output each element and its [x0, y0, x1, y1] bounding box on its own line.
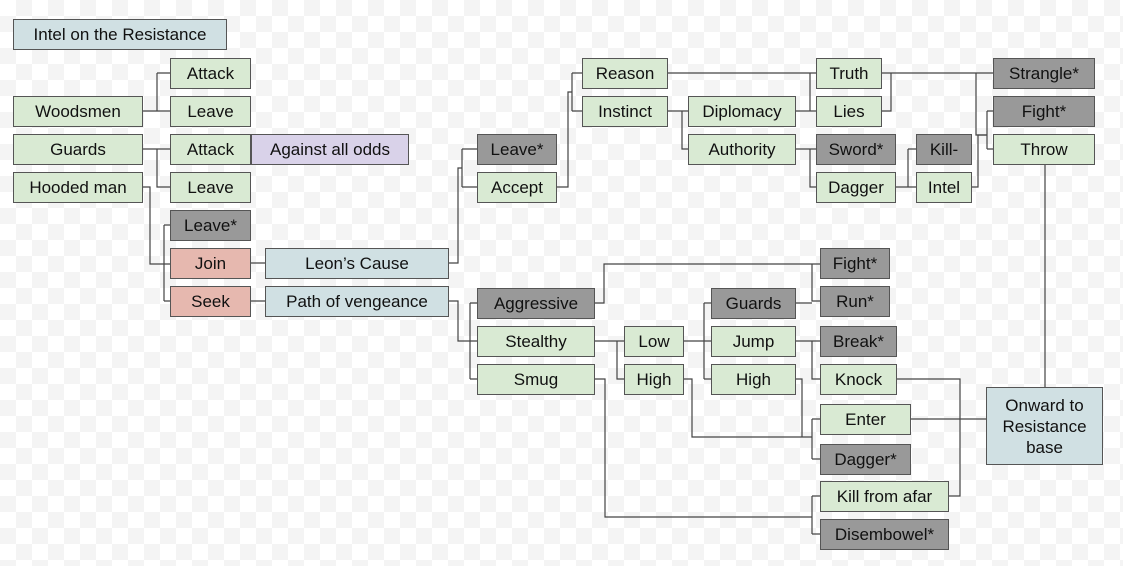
node-dagger: Dagger: [816, 172, 896, 203]
node-guards-attack: Attack: [170, 134, 251, 165]
connector: [684, 302, 711, 380]
node-lies: Lies: [816, 96, 882, 127]
connector: [684, 378, 820, 460]
node-path-of-vengeance: Path of vengeance: [265, 286, 449, 317]
node-guards2: Guards: [711, 288, 796, 319]
node-jump: Jump: [711, 326, 796, 357]
node-kill: Kill-: [916, 134, 972, 165]
node-leons-cause: Leon’s Cause: [265, 248, 449, 279]
node-high1: High: [624, 364, 684, 395]
node-leon-leave: Leave*: [477, 134, 557, 165]
node-dagger2: Dagger*: [820, 444, 911, 475]
connector: [668, 72, 816, 112]
connector: [251, 262, 265, 302]
node-enter: Enter: [820, 404, 911, 435]
node-sword: Sword*: [816, 134, 896, 165]
node-knock: Knock: [820, 364, 897, 395]
node-fight-low: Fight*: [820, 248, 890, 279]
node-disembowel: Disembowel*: [820, 519, 949, 550]
node-high2: High: [711, 364, 796, 395]
node-fight-top: Fight*: [993, 96, 1095, 127]
connector: [796, 340, 820, 380]
connector: [557, 72, 582, 188]
connector: [796, 148, 816, 188]
connector: [668, 110, 688, 150]
node-authority: Authority: [688, 134, 796, 165]
node-diplomacy: Diplomacy: [688, 96, 796, 127]
node-aggressive: Aggressive: [477, 288, 595, 319]
node-woodsmen-attack: Attack: [170, 58, 251, 89]
node-accept: Accept: [477, 172, 557, 203]
node-low: Low: [624, 326, 684, 357]
connector: [449, 300, 477, 380]
connector: [143, 72, 170, 112]
node-guards: Guards: [13, 134, 143, 165]
node-seek: Seek: [170, 286, 251, 317]
node-onward: Onward to Resistance base: [986, 387, 1103, 465]
node-strangle: Strangle*: [993, 58, 1095, 89]
node-run: Run*: [820, 286, 890, 317]
connector: [595, 340, 624, 380]
node-break: Break*: [820, 326, 897, 357]
node-join: Join: [170, 248, 251, 279]
connector: [143, 148, 170, 188]
node-intel: Intel: [916, 172, 972, 203]
node-guards-leave: Leave: [170, 172, 251, 203]
node-reason: Reason: [582, 58, 668, 89]
connector: [897, 378, 961, 497]
node-against-all-odds: Against all odds: [251, 134, 409, 165]
connector: [595, 263, 820, 304]
connector: [896, 134, 987, 188]
node-smug: Smug: [477, 364, 595, 395]
node-instinct: Instinct: [582, 96, 668, 127]
node-kill-from-afar: Kill from afar: [820, 481, 949, 512]
node-hooded-leave: Leave*: [170, 210, 251, 241]
node-throw: Throw: [993, 134, 1095, 165]
node-woodsmen-leave: Leave: [170, 96, 251, 127]
connector: [595, 378, 820, 535]
node-woodsmen: Woodsmen: [13, 96, 143, 127]
node-truth: Truth: [816, 58, 882, 89]
connector: [449, 148, 477, 264]
connector: [143, 186, 170, 302]
node-hooded-man: Hooded man: [13, 172, 143, 203]
node-stealthy: Stealthy: [477, 326, 595, 357]
node-intel-title: Intel on the Resistance: [13, 19, 227, 50]
connector: [882, 72, 993, 150]
